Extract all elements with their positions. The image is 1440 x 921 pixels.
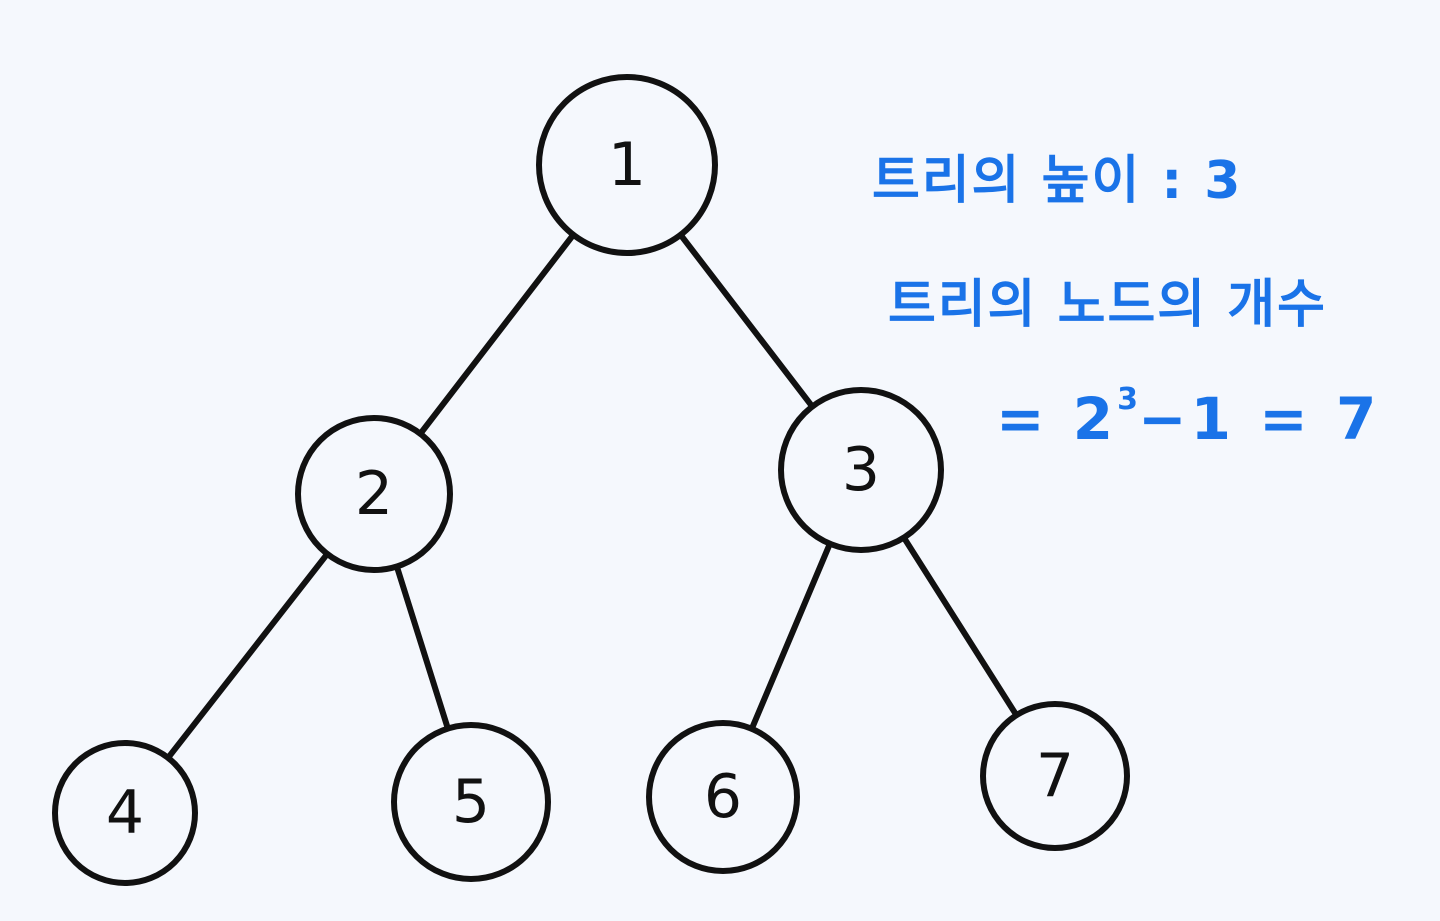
tree-nodes: 1 2 3 4 5 6 7 (52, 74, 1130, 886)
node-count-title: 트리의 노드의 개수 (888, 275, 1327, 335)
node-circle-6 (646, 720, 800, 874)
edge-3-7 (900, 534, 1020, 719)
edge-2-5 (393, 563, 451, 732)
tree-height-note: 트리의 높이 : 3 (872, 151, 1243, 211)
tree-node-3: 3 (778, 387, 944, 553)
tree-node-5: 5 (391, 722, 551, 882)
node-circle-5 (391, 722, 551, 882)
tree-node-1: 1 (536, 74, 718, 256)
node-label-7: 7 (1036, 741, 1074, 811)
edge-1-3 (677, 231, 816, 410)
node-label-6: 6 (704, 762, 742, 832)
node-label-2: 2 (355, 459, 393, 529)
edge-3-6 (748, 540, 833, 732)
tree-node-4: 4 (52, 740, 198, 886)
tree-node-2: 2 (295, 415, 453, 573)
edge-2-4 (165, 550, 331, 761)
edge-1-2 (417, 231, 577, 437)
formula-suffix: −1 = 7 (1138, 385, 1381, 453)
tree-edges (165, 231, 1020, 761)
node-label-5: 5 (452, 767, 490, 837)
node-circle-4 (52, 740, 198, 886)
tree-node-7: 7 (980, 701, 1130, 851)
formula-prefix: = 2 (996, 385, 1118, 453)
node-label-1: 1 (608, 130, 646, 200)
tree-node-6: 6 (646, 720, 800, 874)
node-circle-3 (778, 387, 944, 553)
node-label-3: 3 (842, 435, 880, 505)
node-circle-1 (536, 74, 718, 256)
formula-exponent: 3 (1117, 382, 1139, 417)
node-label-4: 4 (106, 778, 144, 848)
node-circle-2 (295, 415, 453, 573)
node-circle-7 (980, 701, 1130, 851)
node-count-formula: = 23−1 = 7 (996, 382, 1380, 453)
